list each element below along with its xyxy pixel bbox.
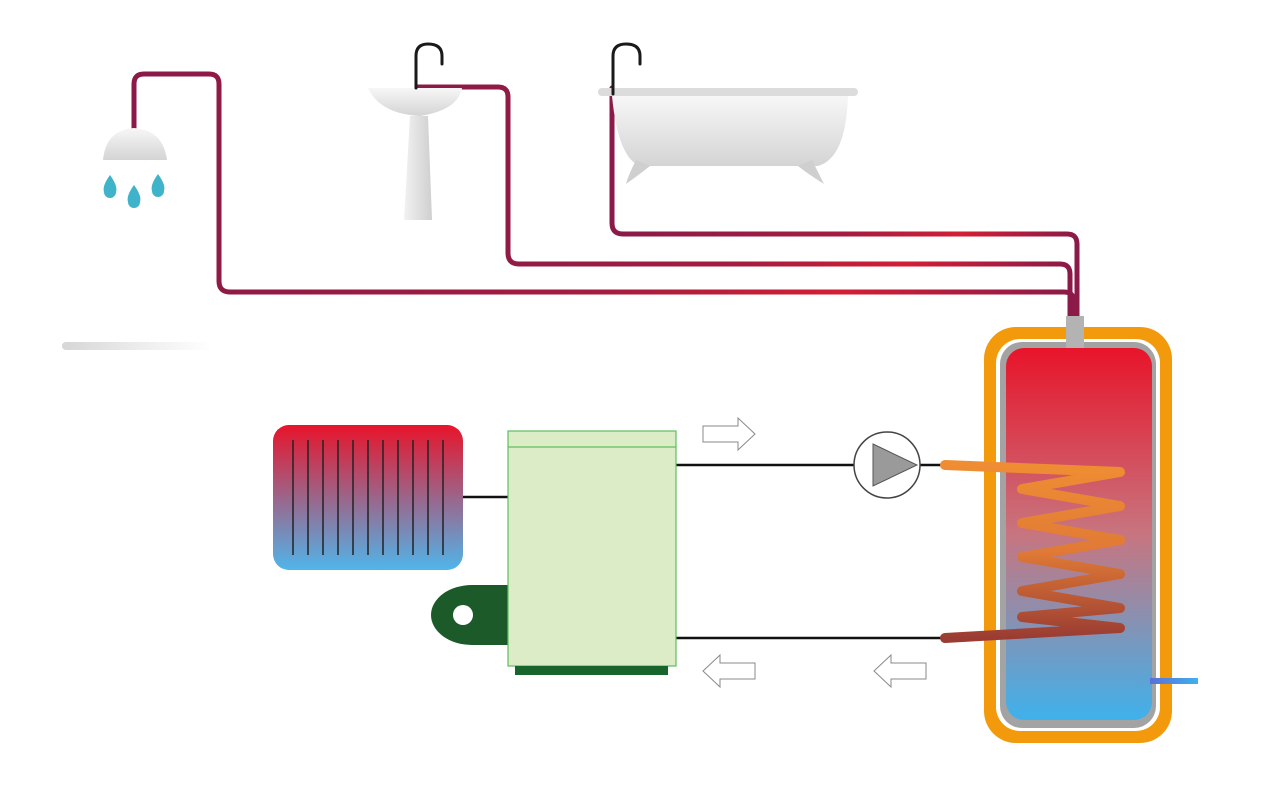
washbasin-icon (368, 88, 462, 220)
tank-outlet-fitting (1066, 316, 1084, 348)
hot-water-tank-icon (984, 316, 1198, 743)
circulation-pump (853, 431, 921, 499)
heat-exchanger-coil-icon (940, 460, 1125, 643)
hot-water-tank (940, 316, 1198, 743)
flow-arrow-right-icon (702, 416, 756, 452)
bathtub (598, 42, 858, 184)
washbasin (368, 42, 462, 220)
hot-water-pipes (131, 71, 1080, 319)
pipe-to-bathtub (609, 85, 1080, 319)
wall-shelf (62, 342, 212, 350)
faucet-icon (611, 42, 642, 96)
pipe-to-washbasin (415, 84, 1073, 319)
bathtub-icon (598, 88, 858, 184)
flow-arrows (702, 416, 927, 689)
shower-head-icon (103, 128, 167, 160)
burner-icon (431, 585, 508, 645)
boiler (431, 430, 677, 675)
cold-water-inlet (1150, 678, 1198, 684)
radiator-icon (273, 425, 463, 570)
flow-arrow-left-icon (873, 653, 927, 689)
shower (103, 128, 167, 208)
circulation-pump-icon (853, 431, 921, 499)
flow-arrow-left-icon (702, 653, 756, 689)
pipe-to-shower (131, 71, 1077, 319)
radiator (273, 425, 463, 570)
water-drop-icon (103, 174, 165, 208)
faucet-icon (414, 42, 444, 90)
boiler-icon (507, 430, 677, 675)
